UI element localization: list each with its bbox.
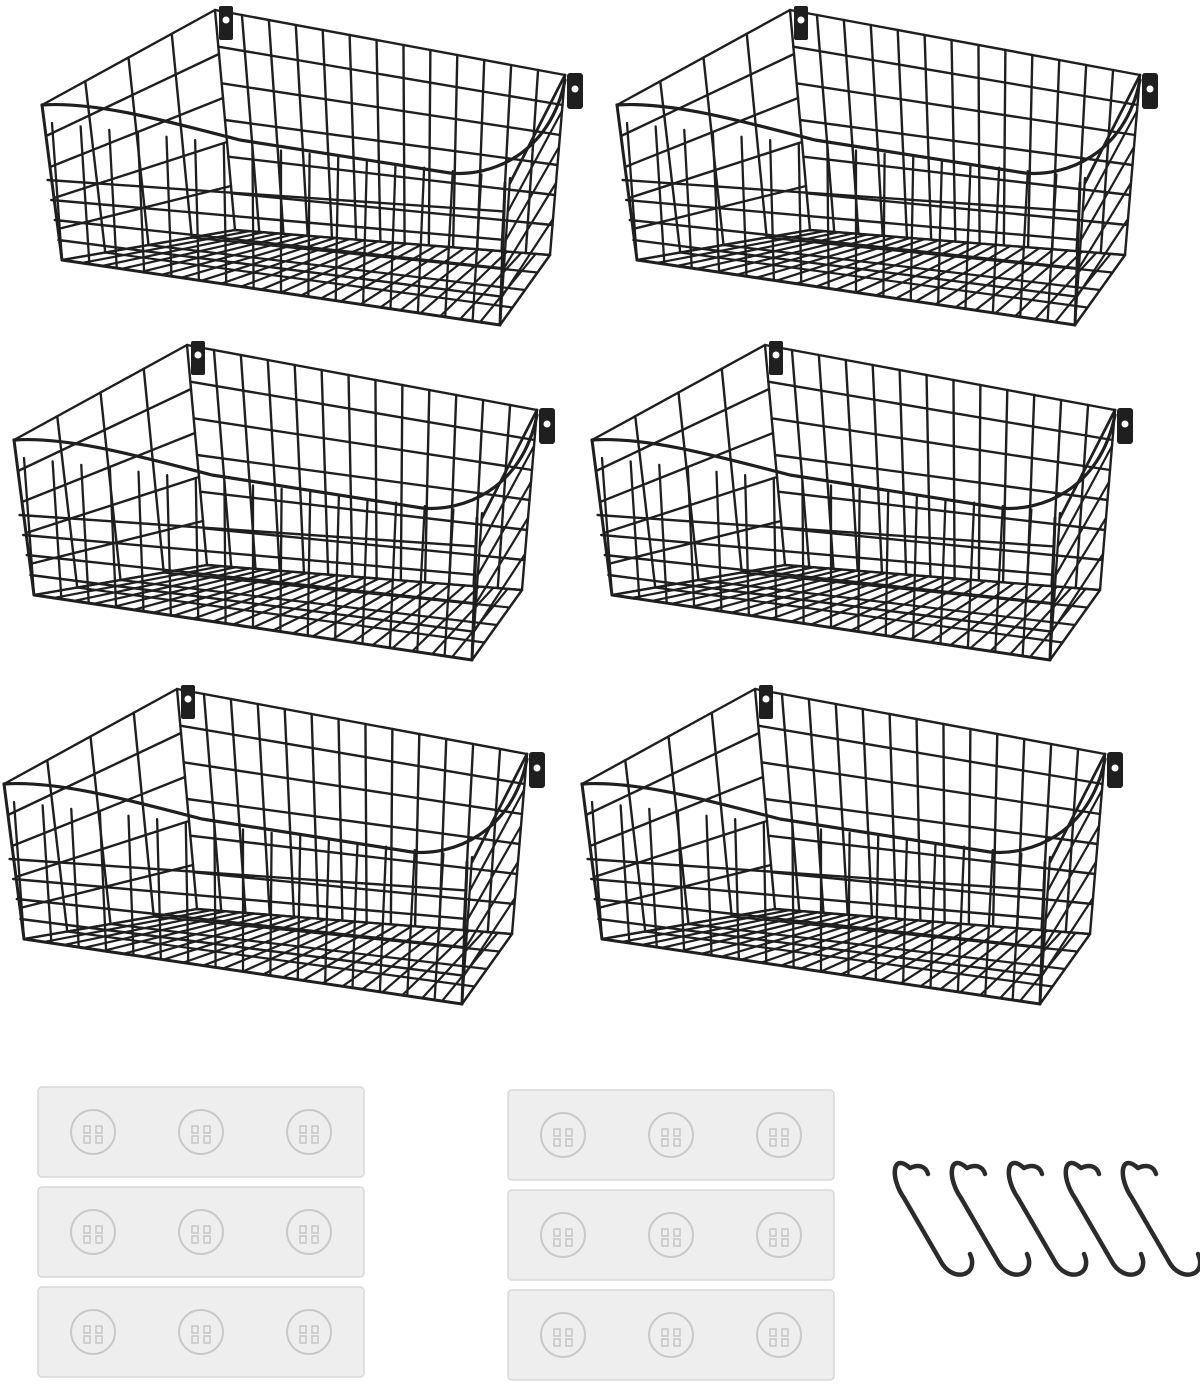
wire-basket — [12, 341, 555, 662]
s-hook — [892, 1160, 975, 1277]
adhesive-pad — [37, 1286, 365, 1378]
hook-mount-icon — [756, 1212, 802, 1258]
s-hook — [1063, 1160, 1146, 1277]
s-hook — [1120, 1160, 1200, 1277]
adhesive-pad — [37, 1086, 365, 1178]
hook-mount-icon — [756, 1312, 802, 1358]
hook-mount-icon — [286, 1309, 332, 1355]
hook-mount-icon — [178, 1209, 224, 1255]
s-hook — [1006, 1160, 1089, 1277]
s-hook-tip — [1021, 1163, 1045, 1177]
s-hook-tip — [907, 1163, 931, 1177]
hook-mount-icon — [70, 1309, 116, 1355]
hook-mount-icon — [756, 1112, 802, 1158]
s-hook — [949, 1160, 1032, 1277]
hook-mount-icon — [70, 1209, 116, 1255]
hook-mount-icon — [178, 1109, 224, 1155]
hook-mount-icon — [648, 1112, 694, 1158]
s-hook-tip — [1078, 1163, 1102, 1177]
hook-mount-icon — [540, 1312, 586, 1358]
hook-mount-icon — [540, 1212, 586, 1258]
wire-basket — [2, 685, 545, 1006]
s-hook-tip — [964, 1163, 988, 1177]
adhesive-pad — [37, 1186, 365, 1278]
s-hook-tip — [1135, 1163, 1159, 1177]
hook-mount-icon — [286, 1109, 332, 1155]
hook-mount-icon — [286, 1209, 332, 1255]
hook-mount-icon — [540, 1112, 586, 1158]
wire-basket — [40, 6, 583, 327]
s-hooks — [892, 1160, 1200, 1277]
adhesive-pads — [37, 1086, 835, 1381]
hook-mount-icon — [648, 1312, 694, 1358]
hook-mount-icon — [70, 1109, 116, 1155]
wire-basket — [580, 685, 1123, 1006]
hook-mount-icon — [178, 1309, 224, 1355]
wire-basket — [615, 6, 1158, 327]
adhesive-pad — [507, 1089, 835, 1181]
hook-mount-icon — [648, 1212, 694, 1258]
wire-basket — [590, 341, 1133, 662]
adhesive-pad — [507, 1189, 835, 1281]
wire-baskets — [2, 6, 1158, 1006]
adhesive-pad — [507, 1289, 835, 1381]
